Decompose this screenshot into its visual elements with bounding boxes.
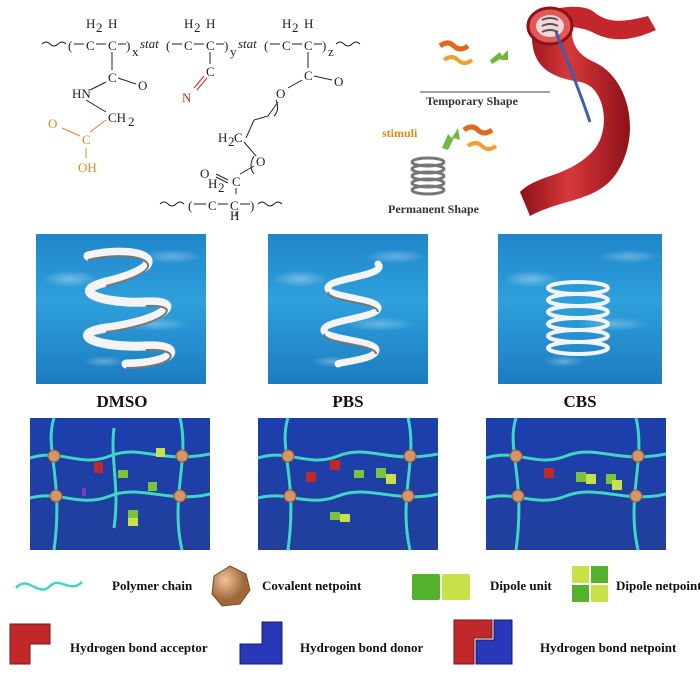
svg-text:2: 2 [292,20,299,35]
svg-text:C: C [206,64,215,79]
svg-text:N: N [182,90,192,105]
spring-icon [82,247,175,369]
chemical-structure: ( C H 2 C H ) x stat ( C H 2 C H ) y sta… [41,16,361,220]
legend-hydrogen-bond-donor: Hydrogen bond donor [300,640,424,655]
svg-text:H: H [86,16,95,31]
svg-text:C: C [184,38,193,53]
solvent-label-pbs: PBS [332,392,364,411]
dipole-unit-icon [412,574,470,600]
svg-text:y: y [230,44,237,59]
svg-text:x: x [132,44,139,59]
svg-text:stat: stat [238,36,257,51]
polymer-chain-icon [15,581,83,591]
legend-polymer-chain: Polymer chain [112,578,193,593]
svg-text:H: H [230,208,239,220]
polymer-network-diagram [29,417,211,551]
svg-text:C: C [304,68,313,83]
cbs-water-panel [498,234,662,384]
svg-text:C: C [208,198,217,213]
svg-text:H: H [206,16,215,31]
solvent-label-dmso: DMSO [96,392,148,411]
svg-text:): ) [126,38,130,53]
svg-text:2: 2 [96,20,103,35]
svg-text:C: C [86,38,95,53]
cbs-network-panel [485,417,667,551]
svg-text:2: 2 [128,114,135,129]
permanent-shape-label: Permanent Shape [388,202,479,216]
svg-text:O: O [256,154,265,169]
legend-hydrogen-bond-acceptor: Hydrogen bond acceptor [70,640,208,655]
svg-text:z: z [328,44,334,59]
legend-covalent-netpoint: Covalent netpoint [262,578,362,593]
dipole-netpoint-icon [572,566,608,602]
svg-text:C: C [82,132,91,147]
dmso-water-panel [36,234,206,384]
svg-text:2: 2 [228,134,235,149]
svg-text:2: 2 [194,20,201,35]
stent-coil-icon [541,17,559,33]
svg-text:(: ( [264,38,268,53]
stimulus-wave-icon [438,40,470,52]
covalent-netpoint-icon [211,565,251,607]
blood-vessel-illustration [410,6,656,216]
svg-text:O: O [276,86,285,101]
svg-text:HN: HN [72,86,91,101]
pbs-water-panel [268,234,428,384]
svg-text:O: O [48,116,57,131]
svg-text:2: 2 [218,180,225,195]
svg-text:O: O [200,166,209,181]
svg-text:C: C [304,38,313,53]
svg-text:(: ( [188,198,192,213]
svg-text:(: ( [166,38,170,53]
arrow-up-icon [490,50,508,64]
svg-text:): ) [224,38,228,53]
spring-icon [320,260,383,368]
svg-text:C: C [108,70,117,85]
svg-text:H: H [282,16,291,31]
svg-text:C: C [234,130,243,145]
svg-text:C: C [206,38,215,53]
temporary-shape-label: Temporary Shape [426,94,518,108]
legend-dipole-netpoint: Dipole netpoint [616,578,700,593]
hydrogen-bond-netpoint-icon [453,619,513,665]
svg-text:H: H [208,176,217,191]
legend-hydrogen-bond-netpoint: Hydrogen bond netpoint [540,640,677,655]
shape-memory-panel: Temporary Shape stimuli Permanent Shape [380,2,698,222]
stimuli-label: stimuli [382,126,418,140]
svg-text:OH: OH [78,160,97,175]
svg-text:O: O [334,74,343,89]
permanent-spring-icon [410,156,446,196]
svg-text:CH: CH [108,110,126,125]
pbs-network-panel [257,417,439,551]
svg-text:): ) [250,198,254,213]
hydrogen-bond-donor-icon [239,621,283,665]
svg-text:H: H [304,16,313,31]
svg-text:O: O [138,78,147,93]
bracket-x-open: ( [68,38,72,53]
svg-text:C: C [108,38,117,53]
svg-text:C: C [282,38,291,53]
svg-text:stat: stat [140,36,159,51]
svg-text:H: H [108,16,117,31]
polymer-network-diagram [485,417,667,551]
dmso-network-panel [29,417,211,551]
solvent-label-cbs: CBS [563,392,597,411]
polymer-network-diagram [257,417,439,551]
legend-dipole-unit: Dipole unit [490,578,552,593]
svg-text:H: H [218,130,227,145]
svg-text:H: H [184,16,193,31]
svg-text:C: C [232,174,241,189]
svg-text:C: C [230,198,239,213]
svg-text:): ) [322,38,326,53]
spring-icon [546,280,610,356]
hydrogen-bond-acceptor-icon [9,623,51,665]
